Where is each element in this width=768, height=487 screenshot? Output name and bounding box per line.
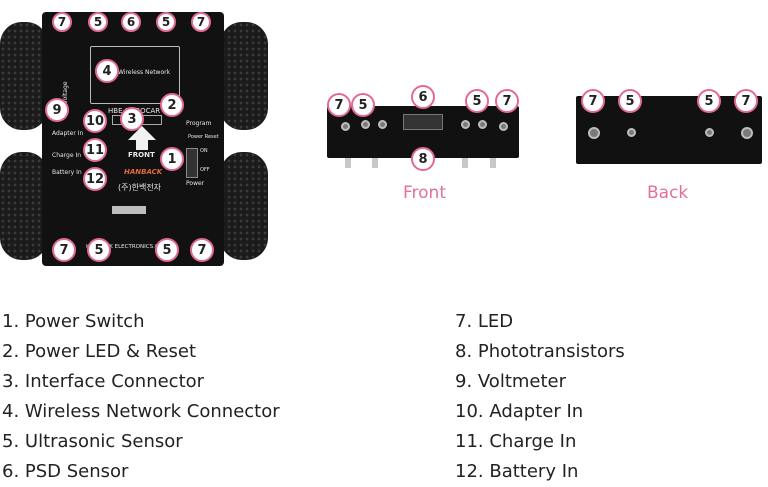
badge-12: 12 [83,167,107,191]
korean-text: (주)한백전자 [118,183,162,192]
badge-back-5-left: 5 [618,89,642,113]
back-board [576,96,762,164]
front-ultrasonic-left [361,120,370,129]
badge-top-5-left: 5 [88,12,108,32]
charge-label: Charge In [52,152,82,159]
front-psd-sensor [403,114,443,130]
front-phototransistor-3 [462,158,468,168]
wheel-front-left [0,22,48,130]
legend-item: 6. PSD Sensor [2,461,129,482]
legend-item: 2. Power LED & Reset [2,341,197,362]
badge-back-5-right: 5 [697,89,721,113]
badge-top-5-right: 5 [156,12,176,32]
badge-10: 10 [83,109,107,133]
legend-item: 11. Charge In [455,431,577,452]
wireless-module [90,46,180,104]
front-led-right [499,122,508,131]
badge-top-6: 6 [121,12,141,32]
badge-11: 11 [83,138,107,162]
back-led-right [741,127,753,139]
legend-right: 7. LED 8. Phototransistors 9. Voltmeter … [455,307,625,487]
badge-bottom-7-right: 7 [190,238,214,262]
front-phototransistor-4 [490,158,496,168]
legend-item: 4. Wireless Network Connector [2,401,280,422]
power-reset-label: Power Reset [188,134,219,140]
back-caption: Back [647,183,689,203]
company-label: HANBACK ELECTRONICS.CO.,LTD [86,244,177,250]
on-label: ON [200,148,208,154]
battery-label: Battery In [52,169,82,176]
front-ultrasonic-left-2 [378,120,387,129]
program-label: Program [186,120,212,127]
off-label: OFF [200,167,210,173]
front-ultrasonic-right [461,120,470,129]
wheel-front-right [220,22,268,130]
wheel-rear-right [220,152,268,260]
power-switch[interactable] [186,148,198,178]
badge-top-7-left: 7 [52,12,72,32]
legend-item: 3. Interface Connector [2,371,205,392]
wheel-rear-left [0,152,48,260]
legend-item: 7. LED [455,311,514,332]
legend-item: 10. Adapter In [455,401,584,422]
back-ultrasonic-right [705,128,714,137]
badge-front-5-left: 5 [351,93,375,117]
badge-bottom-5-right: 5 [155,238,179,262]
legend-item: 12. Battery In [455,461,579,482]
badge-3: 3 [120,107,144,131]
badge-front-7-left: 7 [327,93,351,117]
badge-back-7-right: 7 [734,89,758,113]
voltmeter-display [112,206,146,214]
front-phototransistor-2 [372,158,378,168]
badge-front-8: 8 [411,147,435,171]
badge-4: 4 [95,59,119,83]
front-arrow-stem [136,140,148,150]
power-text: Power [186,180,205,187]
front-label: FRONT [128,151,155,159]
badge-1: 1 [160,147,184,171]
badge-bottom-5-left: 5 [87,238,111,262]
badge-back-7-left: 7 [581,89,605,113]
back-led-left [588,127,600,139]
badge-front-5-right: 5 [465,89,489,113]
back-ultrasonic-left [627,128,636,137]
front-ultrasonic-right-2 [478,120,487,129]
wireless-label: Wireless Network [118,69,171,76]
badge-top-7-right: 7 [191,12,211,32]
front-phototransistor-1 [345,158,351,168]
brand-text: HANBACK [124,168,163,176]
legend-item: 8. Phototransistors [455,341,625,362]
badge-2: 2 [160,93,184,117]
robot-board: Wireless Network HBE-ROBOCAR FRONT Progr… [42,12,224,266]
badge-front-7-right: 7 [495,89,519,113]
adapter-label: Adapter In [52,130,84,137]
front-led-left [341,122,350,131]
legend-left: 1. Power Switch 2. Power LED & Reset 3. … [2,307,280,487]
badge-9: 9 [45,98,69,122]
badge-front-6: 6 [411,85,435,109]
legend-item: 5. Ultrasonic Sensor [2,431,183,452]
legend-item: 9. Voltmeter [455,371,567,392]
front-caption: Front [403,183,446,203]
legend-item: 1. Power Switch [2,311,145,332]
badge-bottom-7-left: 7 [52,238,76,262]
